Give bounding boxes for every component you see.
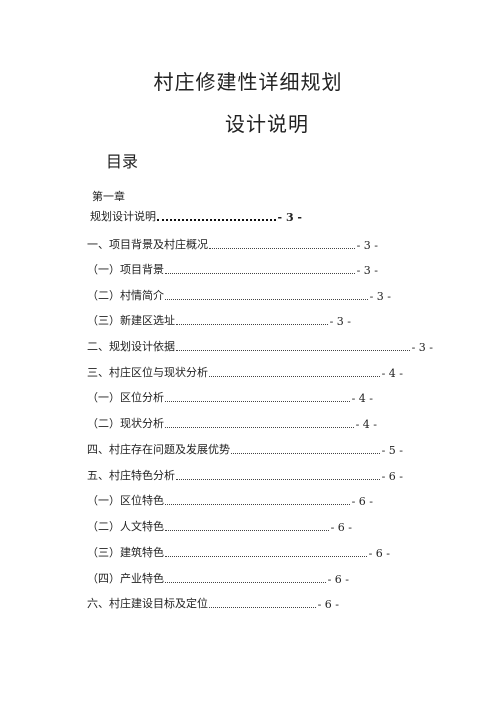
toc-entry-label: 二、规划设计依据: [87, 340, 175, 353]
toc-entry-label: 规划设计说明: [90, 210, 156, 223]
toc-entry-label: 三、村庄区位与现状分析: [87, 366, 208, 379]
toc-entry[interactable]: 六、村庄建设目标及定位 - 6 -: [87, 595, 339, 611]
toc-leader: [176, 479, 380, 480]
toc-entry-page: - 3 -: [356, 239, 378, 252]
toc-entry-label: （一）项目背景: [87, 263, 164, 276]
toc-entry-page: - 6 -: [368, 547, 390, 560]
toc-leader: [165, 273, 355, 274]
toc-leader: [165, 299, 368, 300]
toc-entry-page: - 3 -: [356, 264, 378, 277]
toc-entry[interactable]: 三、村庄区位与现状分析 - 4 -: [87, 364, 403, 380]
toc-entry-page: - 4 -: [355, 418, 377, 431]
toc-entry-page: - 3 -: [277, 211, 302, 224]
toc-entry[interactable]: 五、村庄特色分析 - 6 -: [87, 467, 403, 483]
toc-entry[interactable]: （三）建筑特色 - 6 -: [87, 544, 390, 560]
toc-entry-page: - 6 -: [381, 470, 403, 483]
toc-leader: [165, 530, 329, 531]
toc-entry[interactable]: （一）区位特色 - 6 -: [87, 492, 373, 508]
toc-entry[interactable]: （二）人文特色 - 6 -: [87, 518, 352, 534]
toc-entry-label: （二）人文特色: [87, 520, 164, 533]
toc-leader: [231, 453, 380, 454]
toc-entry[interactable]: 二、规划设计依据 - 3 -: [87, 338, 433, 354]
toc-leader: [209, 607, 316, 608]
toc-entry-label: （二）现状分析: [87, 417, 164, 430]
toc-entry-page: - 3 -: [369, 290, 391, 303]
chapter-label: 第一章: [92, 190, 125, 203]
toc-entry-label: （二）村情简介: [87, 289, 164, 302]
toc-entry-page: - 6 -: [330, 521, 352, 534]
toc-entry-page: - 3 -: [411, 341, 433, 354]
document-title: 村庄修建性详细规划: [153, 70, 343, 94]
toc-entry-page: - 6 -: [327, 573, 349, 586]
toc-leader: [157, 219, 276, 221]
toc-entry-label: （三）新建区选址: [87, 314, 175, 327]
toc-entry[interactable]: 一、项目背景及村庄概况 - 3 -: [87, 236, 378, 252]
toc-entry-label: （四）产业特色: [87, 572, 164, 585]
toc-entry[interactable]: 四、村庄存在问题及发展优势 - 5 -: [87, 441, 403, 457]
toc-leader: [176, 350, 410, 351]
toc-entry-page: - 3 -: [329, 315, 351, 328]
toc-entry-label: 六、村庄建设目标及定位: [87, 597, 208, 610]
toc-entry-label: 一、项目背景及村庄概况: [87, 238, 208, 251]
toc-leader: [165, 556, 367, 557]
toc-entry[interactable]: （一）项目背景 - 3 -: [87, 261, 378, 277]
toc-leader: [165, 504, 350, 505]
toc-entry-page: - 4 -: [381, 367, 403, 380]
toc-leader: [209, 248, 355, 249]
toc-entry-label: （三）建筑特色: [87, 546, 164, 559]
toc-entry-label: （一）区位分析: [87, 391, 164, 404]
toc-leader: [209, 376, 380, 377]
toc-leader: [165, 401, 350, 402]
toc-leader: [176, 324, 328, 325]
toc-entry-label: （一）区位特色: [87, 494, 164, 507]
toc-entry-page: - 5 -: [381, 444, 403, 457]
document-subtitle: 设计说明: [225, 112, 309, 136]
toc-heading: 目录: [106, 152, 139, 171]
toc-leader: [165, 427, 354, 428]
toc-entry-page: - 4 -: [351, 392, 373, 405]
toc-leader: [165, 582, 326, 583]
toc-entry-page: - 6 -: [317, 598, 339, 611]
toc-entry-page: - 6 -: [351, 495, 373, 508]
toc-entry-label: 五、村庄特色分析: [87, 469, 175, 482]
toc-entry[interactable]: （一）区位分析 - 4 -: [87, 389, 373, 405]
toc-entry[interactable]: （二）村情简介 - 3 -: [87, 287, 391, 303]
toc-entry[interactable]: （四）产业特色 - 6 -: [87, 570, 349, 586]
toc-entry[interactable]: 规划设计说明 - 3 -: [90, 208, 302, 224]
toc-entry-label: 四、村庄存在问题及发展优势: [87, 443, 230, 456]
toc-entry[interactable]: （三）新建区选址 - 3 -: [87, 312, 351, 328]
toc-entry[interactable]: （二）现状分析 - 4 -: [87, 415, 377, 431]
